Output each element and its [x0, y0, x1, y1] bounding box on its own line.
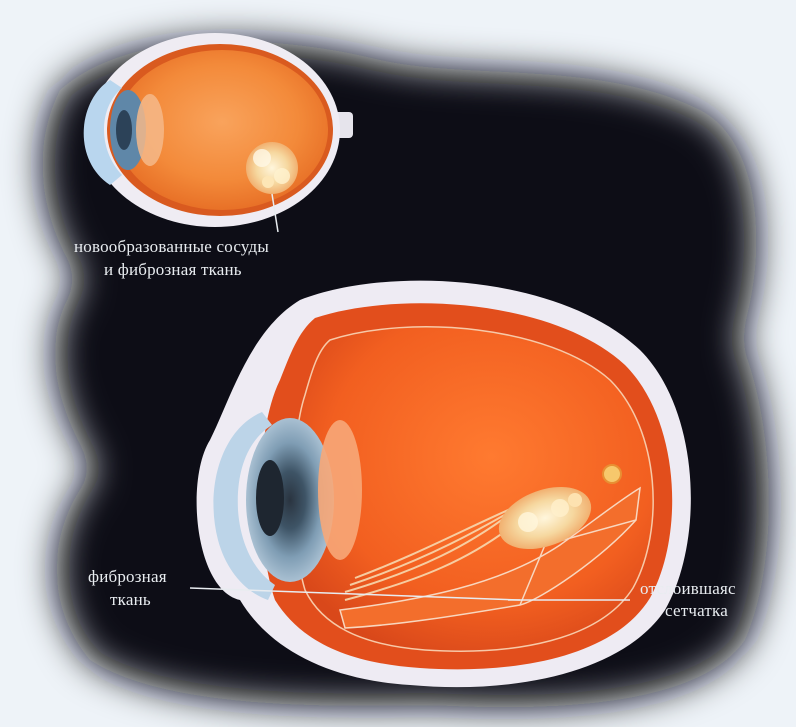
label-fibrous-line2: ткань: [110, 589, 151, 610]
large-lens: [318, 420, 362, 560]
large-eye: [197, 281, 691, 688]
small-neovascular-tuft: [246, 142, 298, 194]
label-neovascular-line2: и фиброзная ткань: [104, 259, 242, 280]
small-lens: [136, 94, 164, 166]
pupil: [256, 460, 284, 536]
label-detached-line1: отслоившаяс: [640, 578, 736, 599]
vessel-node: [603, 465, 621, 483]
label-fibrous-line1: фиброзная: [88, 566, 167, 587]
label-detached-line2: сетчатка: [665, 600, 728, 621]
label-neovascular-line1: новообразованные сосуды: [74, 236, 269, 257]
